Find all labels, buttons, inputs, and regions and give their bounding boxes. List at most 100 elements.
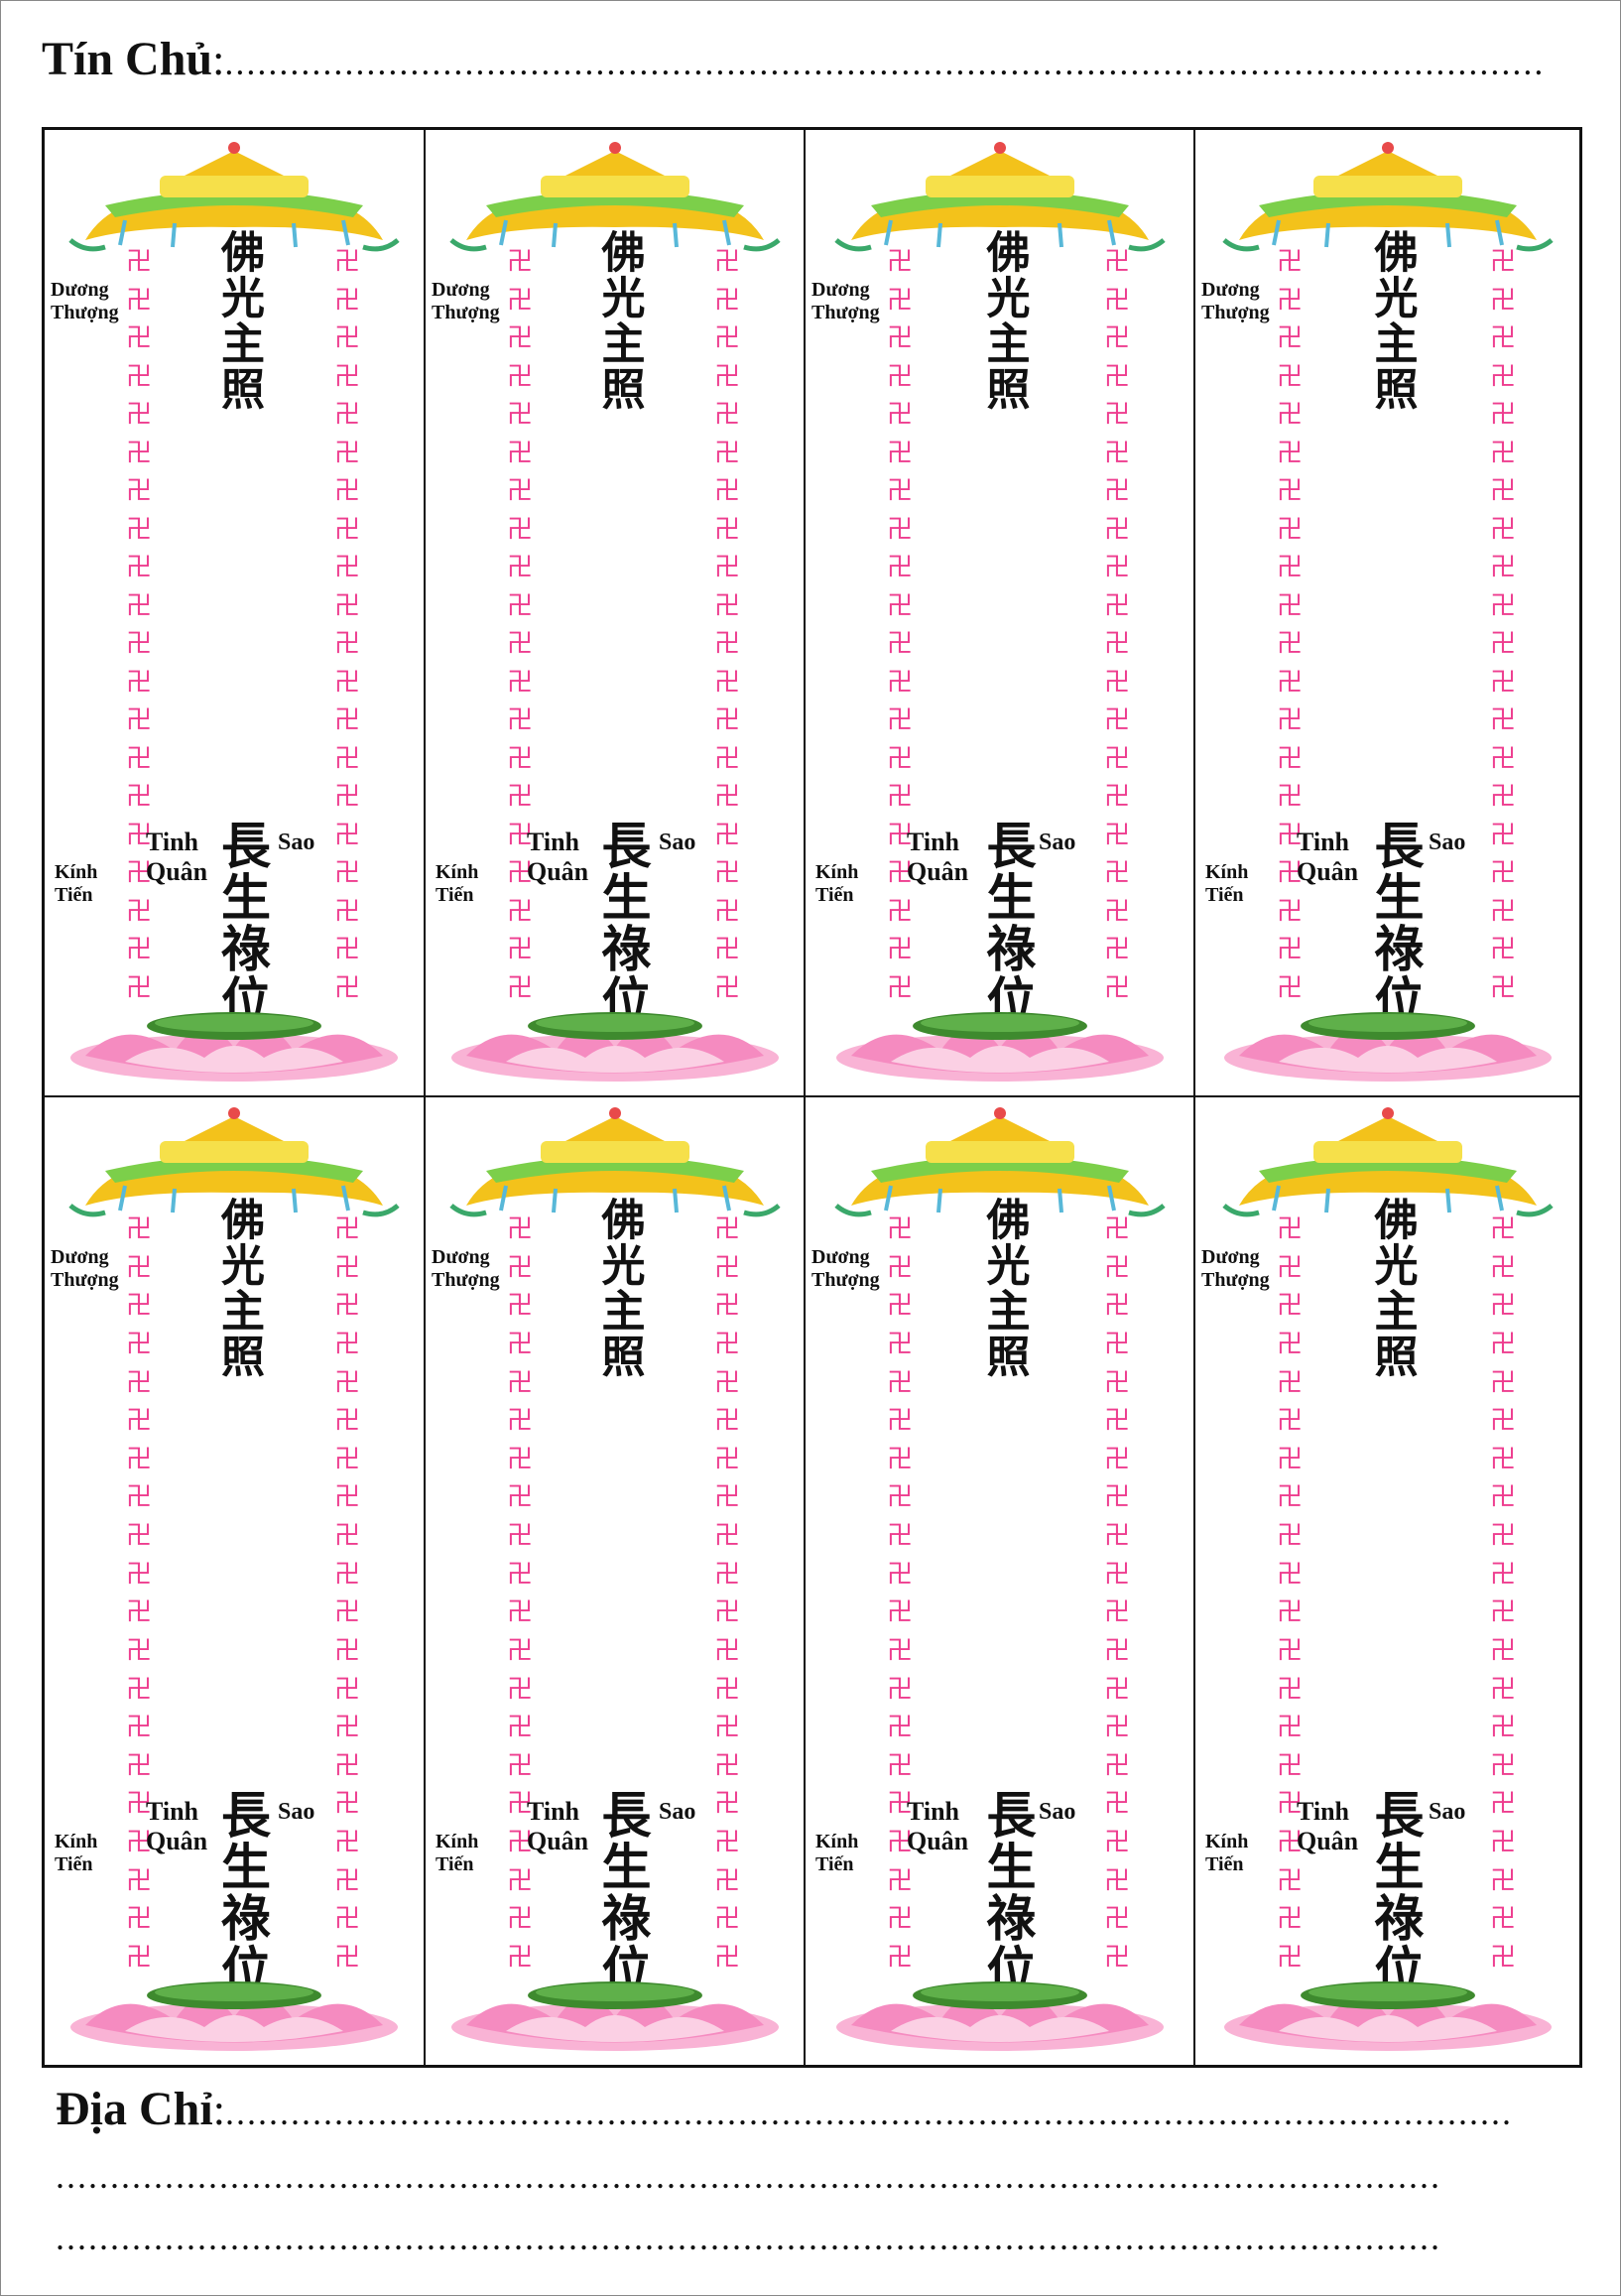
label-duong-line-1: Dương	[1201, 279, 1260, 301]
swastika-glyph: 卍	[1104, 629, 1130, 660]
swastika-border-left: 卍卍卍卍卍卍卍卍卍卍卍卍卍卍卍卍卍卍卍卍	[126, 249, 152, 1001]
swastika-glyph: 卍	[1490, 1635, 1516, 1666]
swastika-glyph: 卍	[1490, 1789, 1516, 1820]
swastika-glyph: 卍	[1490, 1597, 1516, 1628]
swastika-glyph: 卍	[1490, 1865, 1516, 1896]
swastika-glyph: 卍	[334, 896, 360, 927]
swastika-glyph: 卍	[507, 1329, 533, 1359]
address-line-3: ........................................…	[56, 2217, 1603, 2258]
swastika-glyph: 卍	[126, 1444, 152, 1474]
swastika-glyph: 卍	[1490, 1521, 1516, 1551]
label-kinh-tien: Kính Tiến	[1205, 1831, 1248, 1876]
tablet-blessing-cjk: 長生祿位	[593, 1789, 652, 1995]
swastika-glyph: 卍	[1277, 1482, 1303, 1513]
swastika-glyph: 卍	[887, 1329, 913, 1359]
tablet-card: 卍卍卍卍卍卍卍卍卍卍卍卍卍卍卍卍卍卍卍卍 卍卍卍卍卍卍卍卍卍卍卍卍卍卍卍卍卍卍卍…	[1195, 130, 1579, 1097]
swastika-glyph: 卍	[126, 1521, 152, 1551]
swastika-glyph: 卍	[334, 1444, 360, 1474]
swastika-glyph: 卍	[334, 1674, 360, 1705]
swastika-glyph: 卍	[507, 1216, 533, 1244]
swastika-glyph: 卍	[887, 1750, 913, 1781]
swastika-glyph: 卍	[126, 896, 152, 927]
swastika-glyph: 卍	[507, 1406, 533, 1437]
tablet-card: 卍卍卍卍卍卍卍卍卍卍卍卍卍卍卍卍卍卍卍卍 卍卍卍卍卍卍卍卍卍卍卍卍卍卍卍卍卍卍卍…	[806, 1097, 1195, 2065]
swastika-glyph: 卍	[1277, 361, 1303, 392]
swastika-glyph: 卍	[1490, 1559, 1516, 1590]
swastika-glyph: 卍	[1277, 553, 1303, 583]
swastika-glyph: 卍	[1490, 476, 1516, 507]
swastika-glyph: 卍	[126, 285, 152, 316]
swastika-glyph: 卍	[334, 514, 360, 545]
swastika-glyph: 卍	[126, 629, 152, 660]
swastika-glyph: 卍	[1277, 972, 1303, 1001]
swastika-glyph: 卍	[1490, 1367, 1516, 1398]
label-duong-thuong: Dương Thượng	[432, 279, 500, 324]
swastika-glyph: 卍	[334, 1482, 360, 1513]
swastika-glyph: 卍	[1277, 1291, 1303, 1322]
owner-dots: ........................................…	[224, 43, 1546, 82]
swastika-glyph: 卍	[714, 1828, 740, 1857]
swastika-glyph: 卍	[1277, 1252, 1303, 1283]
swastika-border-right: 卍卍卍卍卍卍卍卍卍卍卍卍卍卍卍卍卍卍卍卍	[1104, 1216, 1130, 1971]
swastika-glyph: 卍	[887, 896, 913, 927]
tablet-title-cjk: 佛光主照	[1366, 1197, 1418, 1379]
label-kinh-line-2: Tiến	[1205, 1853, 1244, 1875]
swastika-glyph: 卍	[714, 1482, 740, 1513]
swastika-glyph: 卍	[1104, 1521, 1130, 1551]
address-field: Địa Chỉ:................................…	[56, 2082, 1603, 2136]
swastika-glyph: 卍	[1277, 249, 1303, 277]
swastika-glyph: 卍	[507, 858, 533, 889]
swastika-glyph: 卍	[714, 1635, 740, 1666]
swastika-glyph: 卍	[1277, 820, 1303, 850]
swastika-glyph: 卍	[887, 553, 913, 583]
swastika-glyph: 卍	[1104, 323, 1130, 354]
label-kinh-line-1: Kính	[815, 861, 859, 883]
label-duong-line-2: Thượng	[51, 302, 119, 323]
swastika-glyph: 卍	[126, 1828, 152, 1857]
swastika-glyph: 卍	[334, 1635, 360, 1666]
swastika-glyph: 卍	[887, 1521, 913, 1551]
swastika-glyph: 卍	[126, 1559, 152, 1590]
swastika-glyph: 卍	[714, 1444, 740, 1474]
label-kinh-tien: Kính Tiến	[815, 861, 858, 907]
swastika-glyph: 卍	[887, 1559, 913, 1590]
label-tinh-line-2: Quân	[527, 1827, 589, 1856]
swastika-glyph: 卍	[714, 514, 740, 545]
ancestral-tablet-grid: 卍卍卍卍卍卍卍卍卍卍卍卍卍卍卍卍卍卍卍卍 卍卍卍卍卍卍卍卍卍卍卍卍卍卍卍卍卍卍卍…	[42, 127, 1582, 2068]
swastika-glyph: 卍	[1277, 1559, 1303, 1590]
swastika-glyph: 卍	[1490, 820, 1516, 850]
swastika-glyph: 卍	[1490, 590, 1516, 621]
swastika-glyph: 卍	[507, 400, 533, 431]
swastika-border-right: 卍卍卍卍卍卍卍卍卍卍卍卍卍卍卍卍卍卍卍卍	[1490, 1216, 1516, 1971]
swastika-glyph: 卍	[1490, 285, 1516, 316]
swastika-glyph: 卍	[714, 1789, 740, 1820]
swastika-glyph: 卍	[334, 361, 360, 392]
tablet-title-cjk: 佛光主照	[978, 1197, 1030, 1379]
swastika-glyph: 卍	[334, 1367, 360, 1398]
label-kinh-tien: Kính Tiến	[436, 1831, 478, 1876]
swastika-glyph: 卍	[714, 1559, 740, 1590]
swastika-glyph: 卍	[1490, 400, 1516, 431]
label-kinh-line-2: Tiến	[55, 884, 93, 906]
label-duong-line-2: Thượng	[811, 302, 880, 323]
swastika-glyph: 卍	[507, 1252, 533, 1283]
swastika-glyph: 卍	[1277, 858, 1303, 889]
label-duong-line-2: Thượng	[1201, 1269, 1270, 1291]
swastika-glyph: 卍	[887, 1828, 913, 1857]
swastika-glyph: 卍	[1490, 1750, 1516, 1781]
swastika-glyph: 卍	[126, 323, 152, 354]
label-tinh-line-1: Tinh	[907, 1797, 960, 1827]
label-sao: Sao	[1429, 829, 1466, 856]
swastika-glyph: 卍	[887, 935, 913, 965]
swastika-glyph: 卍	[1490, 249, 1516, 277]
swastika-glyph: 卍	[1490, 323, 1516, 354]
lotus-icon	[1223, 1981, 1552, 2051]
label-kinh-line-2: Tiến	[815, 1853, 854, 1875]
swastika-glyph: 卍	[334, 1216, 360, 1244]
label-duong-line-2: Thượng	[811, 1269, 880, 1291]
swastika-glyph: 卍	[1277, 1329, 1303, 1359]
lotus-icon	[835, 1012, 1164, 1082]
swastika-glyph: 卍	[1277, 1789, 1303, 1820]
swastika-glyph: 卍	[887, 285, 913, 316]
swastika-glyph: 卍	[887, 782, 913, 813]
